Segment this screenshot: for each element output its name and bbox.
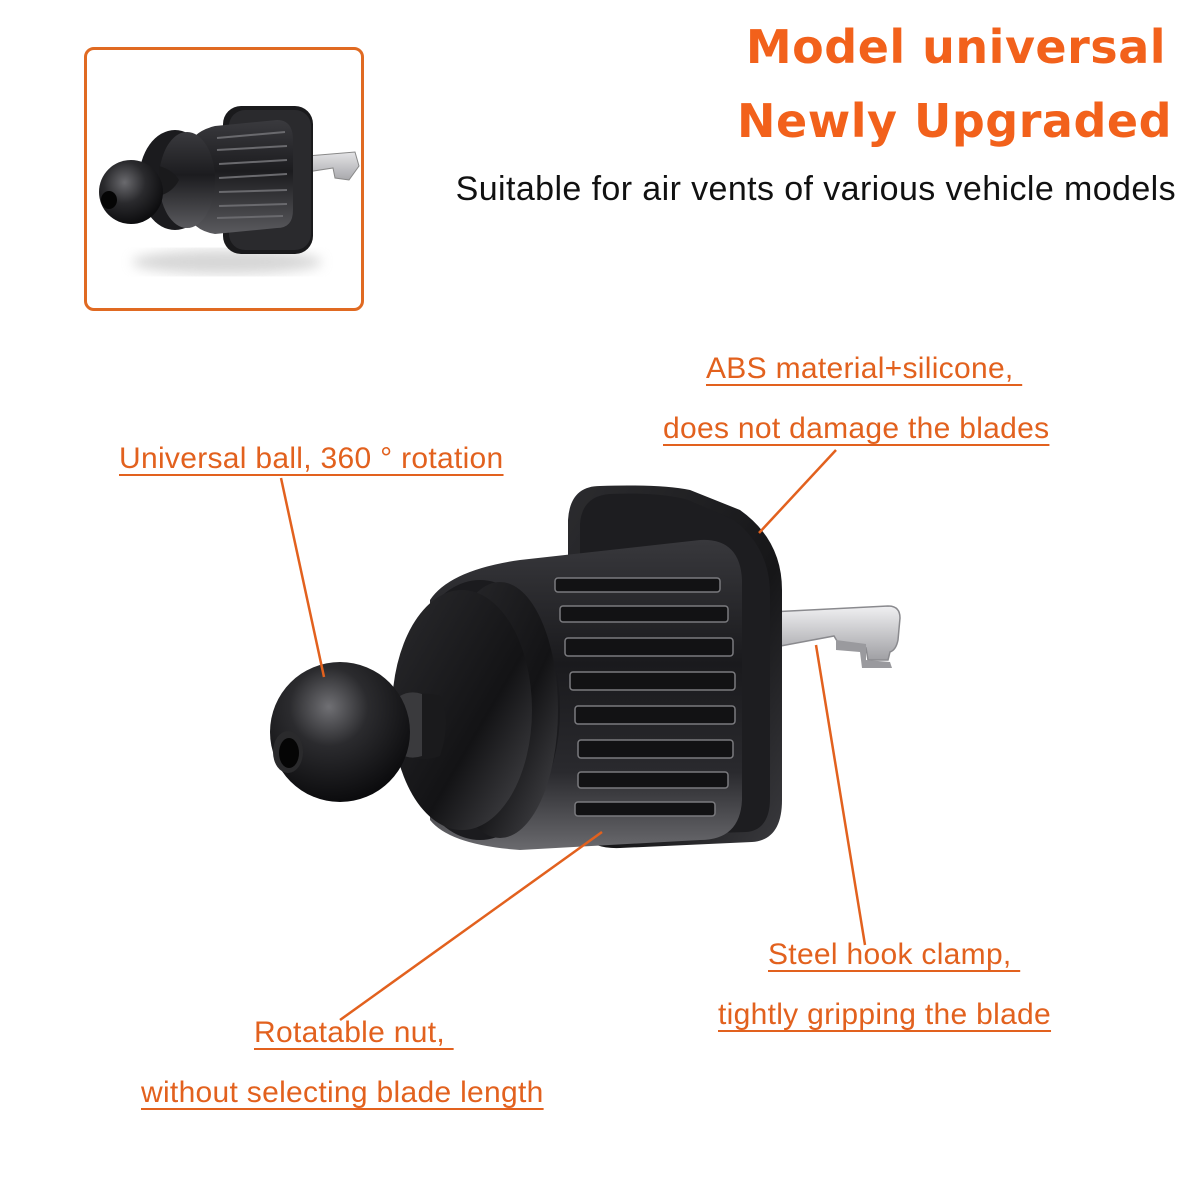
callout-abs-material-line2: does not damage the blades (663, 412, 1050, 445)
thumbnail-frame (84, 47, 364, 311)
subtitle: Suitable for air vents of various vehicl… (455, 170, 1176, 208)
headline-model-universal: Model universal (745, 20, 1166, 74)
callout-universal-ball: Universal ball, 360 ° rotation (119, 442, 504, 475)
headline-newly-upgraded: Newly Upgraded (737, 94, 1172, 148)
car-vent-mount-thumbnail-icon (99, 106, 360, 274)
callout-abs-material-line1: ABS material+silicone, (706, 352, 1023, 385)
callout-steel-hook-line2: tightly gripping the blade (718, 998, 1052, 1031)
callout-rotatable-nut-line2: without selecting blade length (141, 1076, 544, 1109)
callout-steel-hook-line1: Steel hook clamp, (768, 938, 1021, 971)
callout-rotatable-nut-line1: Rotatable nut, (254, 1016, 454, 1049)
